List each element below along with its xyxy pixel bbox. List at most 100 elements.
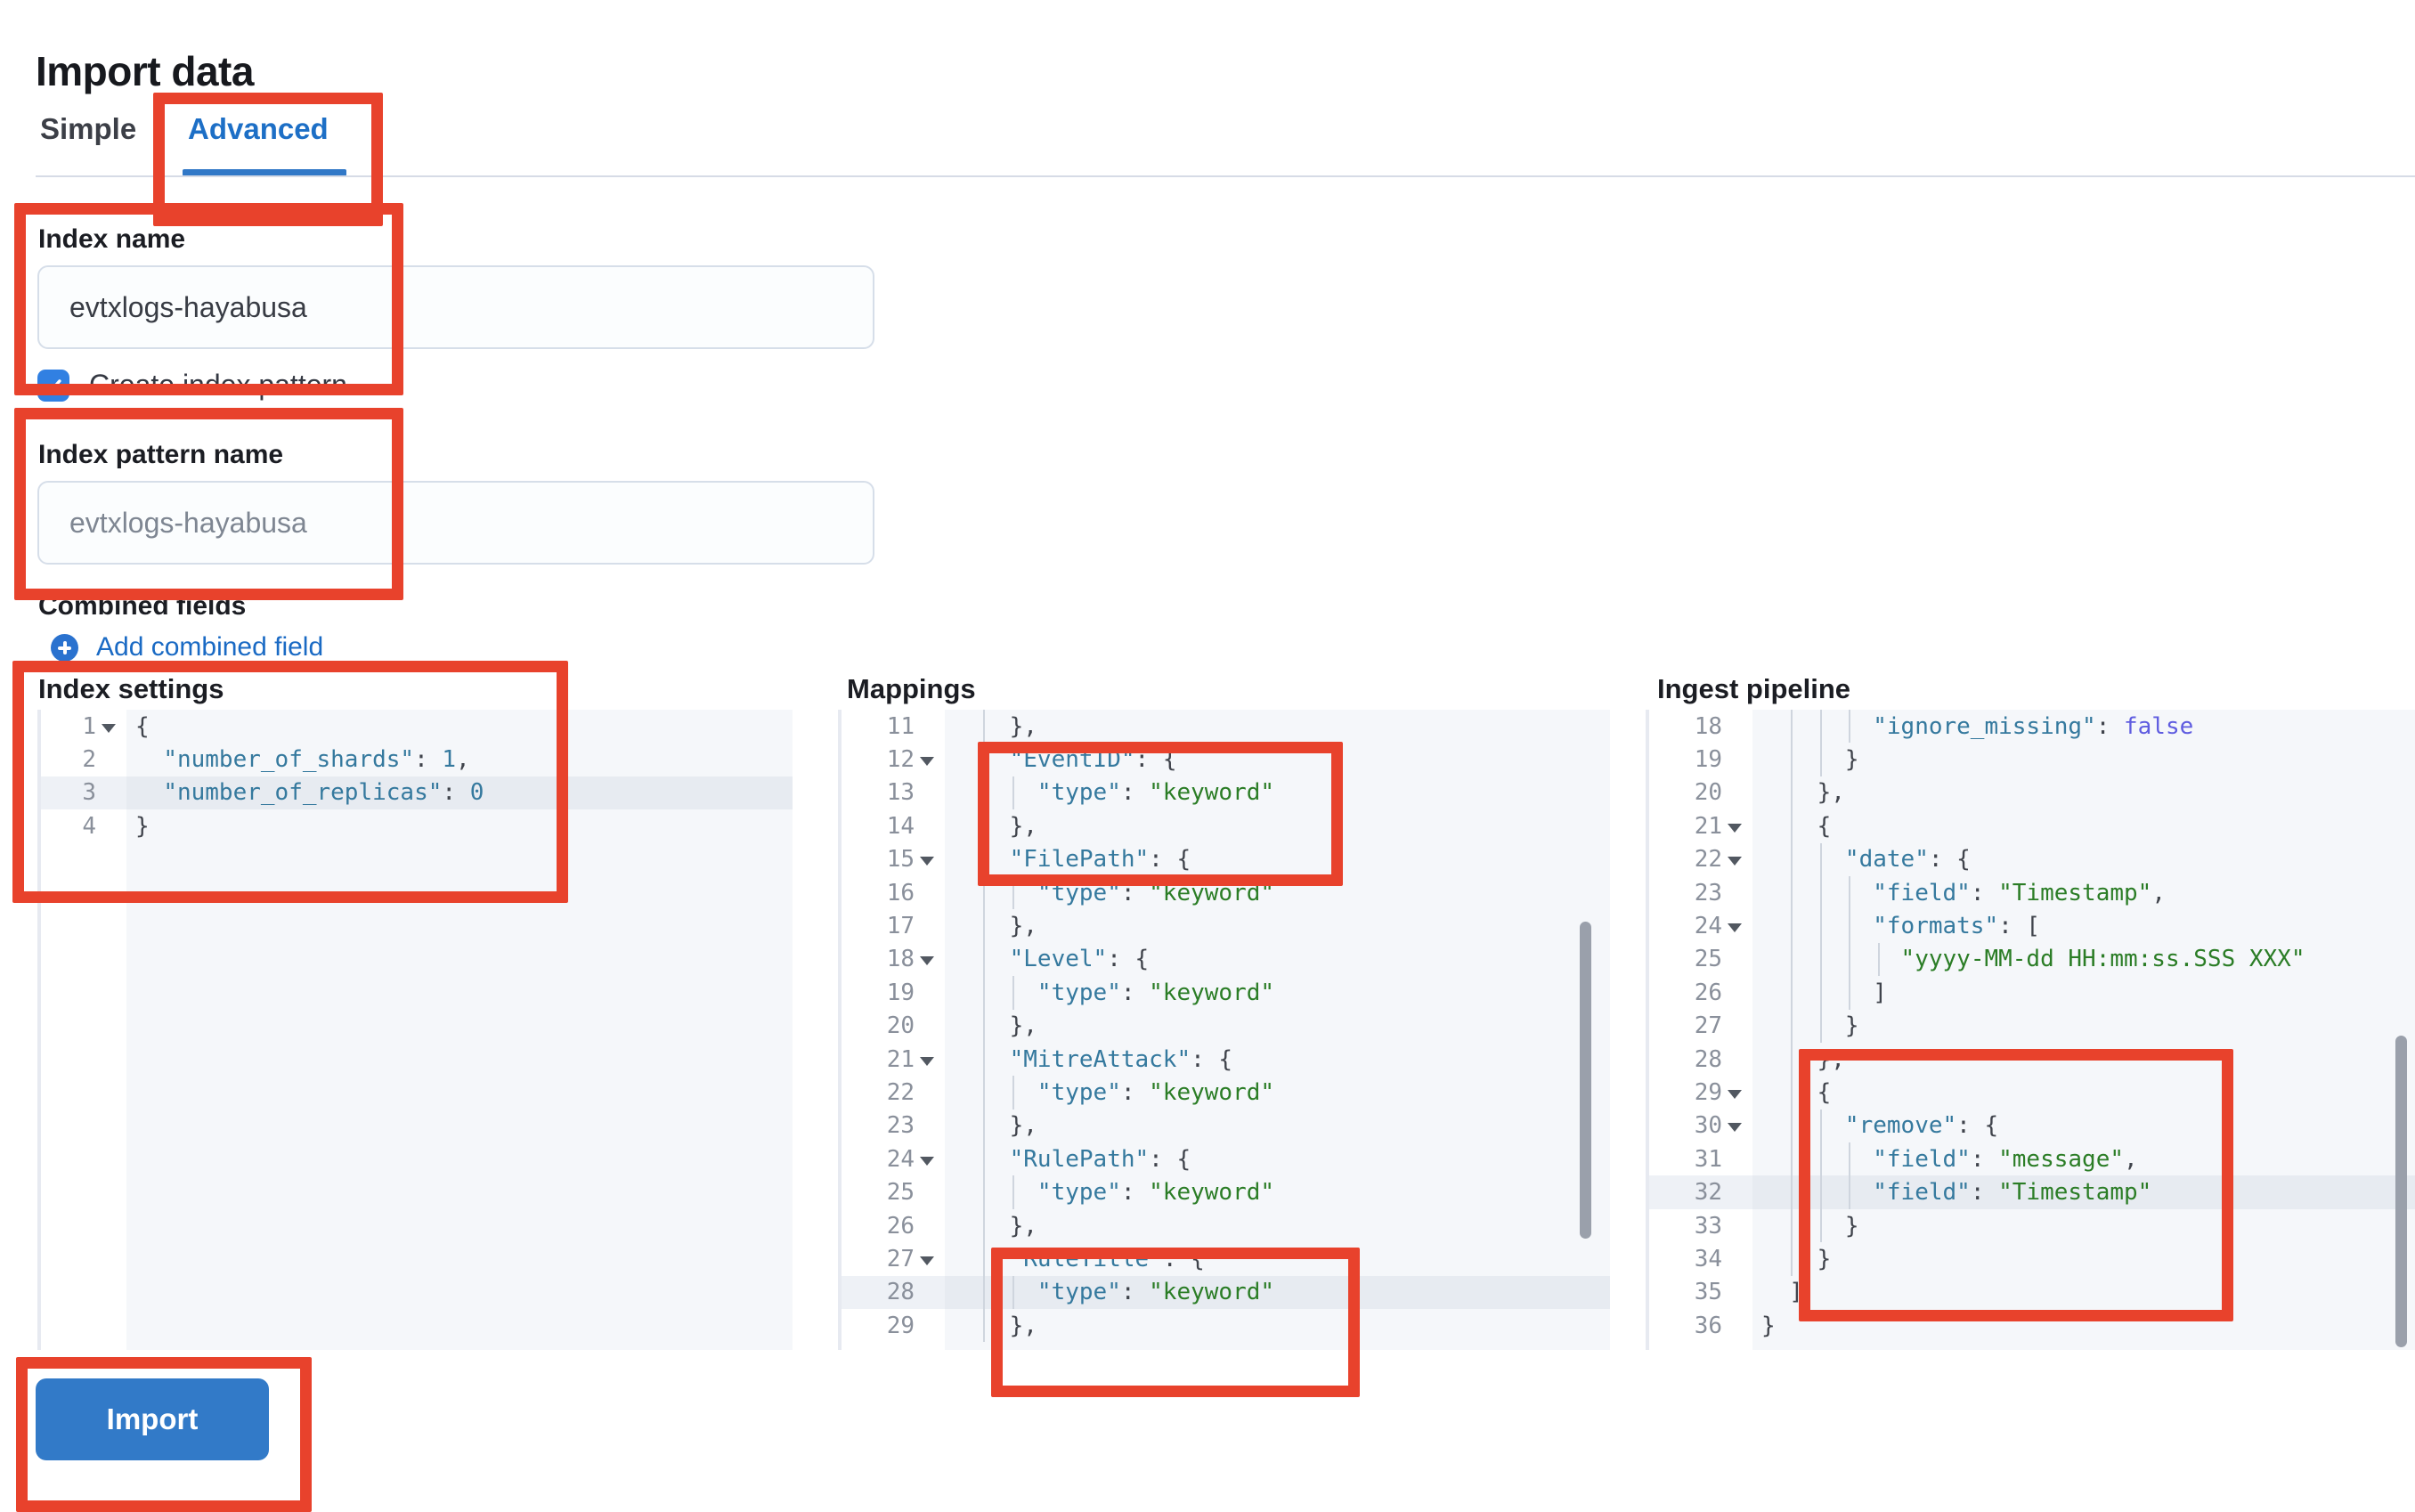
code-line: 3 "number_of_replicas": 0 [41, 776, 793, 810]
code-line: 18 "ignore_missing": false [1649, 710, 2415, 744]
line-number: 16 [842, 875, 945, 910]
fold-caret-icon[interactable] [1728, 823, 1742, 833]
line-number: 23 [842, 1109, 945, 1143]
code-line: 23 "field": "Timestamp", [1649, 875, 2415, 910]
code-line: 19 "type": "keyword" [842, 976, 1610, 1010]
fold-caret-icon[interactable] [1728, 1123, 1742, 1133]
tab-advanced-active-underline [183, 169, 346, 176]
editor-empty-area [842, 1342, 1610, 1350]
code-text: "field": "message", [1752, 1142, 2415, 1176]
index-settings-editor[interactable]: 1{2 "number_of_shards": 1,3 "number_of_r… [37, 710, 793, 1350]
line-number: 30 [1649, 1109, 1752, 1143]
code-line: 19 } [1649, 743, 2415, 776]
tab-simple[interactable]: Simple [40, 112, 137, 145]
code-line: 22 "type": "keyword" [842, 1076, 1610, 1110]
line-number: 32 [1649, 1175, 1752, 1209]
code-line: 26 ] [1649, 976, 2415, 1010]
indent-guide [1819, 1109, 1822, 1143]
code-text: }, [945, 809, 1610, 843]
fold-caret-icon[interactable] [920, 757, 934, 767]
index-settings-label: Index settings [38, 673, 224, 704]
mappings-scrollbar-thumb[interactable] [1580, 922, 1591, 1239]
line-number: 29 [842, 1309, 945, 1343]
indent-guide [1819, 942, 1822, 977]
code-text: "FilePath": { [945, 842, 1610, 876]
fold-caret-icon[interactable] [1728, 857, 1742, 866]
fold-caret-icon[interactable] [920, 1156, 934, 1166]
indent-guide [982, 1009, 985, 1043]
fold-caret-icon[interactable] [1728, 1089, 1742, 1099]
line-number: 11 [842, 710, 945, 744]
indent-guide [1790, 1009, 1793, 1043]
indent-guide [1012, 875, 1014, 910]
indent-guide [982, 942, 985, 977]
index-name-input[interactable] [37, 265, 874, 349]
mappings-editor[interactable]: 11 }, 12 "EventID": {13 "type": "keyword"… [838, 710, 1610, 1350]
code-line: 32 "field": "Timestamp" [1649, 1175, 2415, 1209]
code-line: 24 "RulePath": { [842, 1142, 1610, 1176]
tabs-divider [36, 175, 2415, 177]
code-text: }, [945, 1208, 1610, 1243]
indent-guide [1790, 1208, 1793, 1243]
line-number: 3 [41, 776, 126, 810]
code-text: "yyyy-MM-dd HH:mm:ss.SSS XXX" [1752, 942, 2415, 977]
line-number: 24 [1649, 909, 1752, 943]
code-line: 28 "type": "keyword" [842, 1275, 1610, 1310]
add-combined-field-button[interactable]: Add combined field [51, 632, 323, 663]
tab-advanced[interactable]: Advanced [188, 112, 329, 145]
code-text: "field": "Timestamp", [1752, 875, 2415, 910]
fold-caret-icon[interactable] [102, 723, 116, 733]
line-number: 31 [1649, 1142, 1752, 1176]
page-title: Import data [36, 47, 254, 94]
fold-caret-icon[interactable] [1728, 923, 1742, 933]
line-number: 26 [842, 1208, 945, 1243]
indent-guide [1790, 842, 1793, 876]
create-index-pattern-checkbox[interactable] [37, 369, 69, 402]
checkmark-icon [45, 378, 61, 392]
line-number: 13 [842, 776, 945, 810]
code-line: 22 "date": { [1649, 842, 2415, 876]
ingest-pipeline-scrollbar-thumb[interactable] [2395, 1036, 2407, 1347]
code-line: 25 "yyyy-MM-dd HH:mm:ss.SSS XXX" [1649, 942, 2415, 977]
indent-guide [1849, 942, 1851, 977]
line-number: 14 [842, 809, 945, 843]
code-line: 34 } [1649, 1242, 2415, 1276]
code-line: 31 "field": "message", [1649, 1142, 2415, 1176]
code-line: 16 "type": "keyword" [842, 875, 1610, 910]
indent-guide [1012, 1076, 1014, 1110]
code-text: "formats": [ [1752, 909, 2415, 943]
line-number: 21 [1649, 809, 1752, 843]
line-number: 18 [1649, 710, 1752, 744]
code-text: "ignore_missing": false [1752, 710, 2415, 744]
fold-caret-icon[interactable] [920, 956, 934, 966]
fold-caret-icon[interactable] [920, 857, 934, 866]
indent-guide [982, 776, 985, 810]
line-number: 25 [842, 1175, 945, 1209]
code-line: 12 "EventID": { [842, 743, 1610, 776]
line-number: 36 [1649, 1309, 1752, 1343]
indent-guide [982, 1242, 985, 1276]
indent-guide [982, 1208, 985, 1243]
indent-guide [1790, 1142, 1793, 1176]
code-text: "MitreAttack": { [945, 1042, 1610, 1077]
fold-caret-icon[interactable] [920, 1256, 934, 1265]
indent-guide [1790, 1109, 1793, 1143]
mappings-label: Mappings [847, 673, 976, 704]
indent-guide [1849, 976, 1851, 1010]
code-text: "type": "keyword" [945, 976, 1610, 1010]
code-text: } [1752, 743, 2415, 776]
fold-caret-icon[interactable] [920, 1056, 934, 1066]
line-number: 28 [842, 1275, 945, 1310]
line-number: 34 [1649, 1242, 1752, 1276]
index-pattern-name-label: Index pattern name [38, 440, 284, 469]
line-number: 29 [1649, 1076, 1752, 1110]
editor-empty-area [1649, 1342, 2415, 1350]
index-pattern-name-input[interactable] [37, 481, 874, 565]
code-line: 20 }, [1649, 776, 2415, 810]
line-number: 17 [842, 909, 945, 943]
code-text: }, [945, 1009, 1610, 1043]
code-text: } [1752, 1242, 2415, 1276]
indent-guide [982, 1142, 985, 1176]
import-button[interactable]: Import [36, 1378, 269, 1460]
